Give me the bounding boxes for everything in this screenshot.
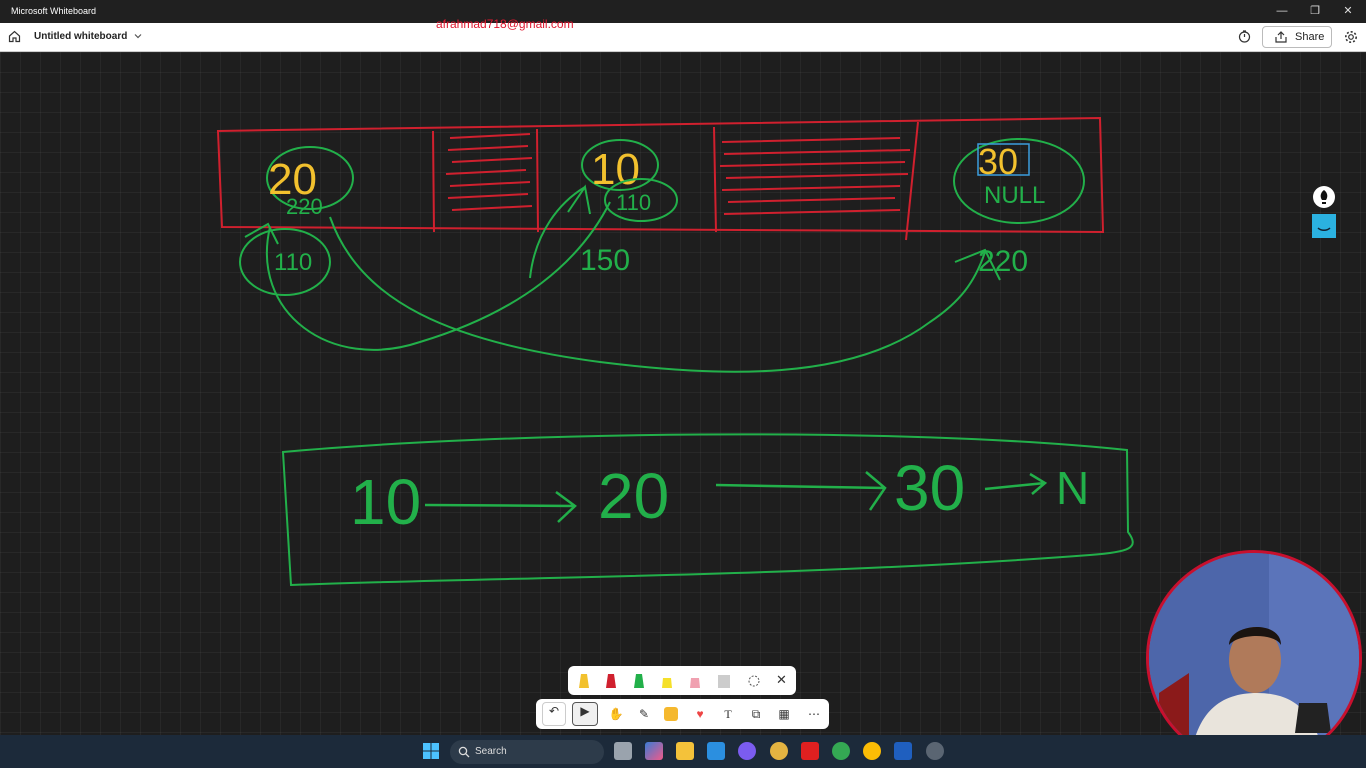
unused-cell-scribbles (445, 133, 911, 215)
vscode-icon[interactable] (707, 742, 725, 760)
pointer-arrows (244, 184, 1001, 373)
array-dividers (432, 121, 919, 241)
cell-2-next: 110 (616, 190, 651, 215)
taskbar-search[interactable]: Search (450, 740, 604, 764)
note-icon[interactable] (664, 707, 678, 721)
restore-button[interactable]: ❐ (1310, 5, 1320, 17)
home-icon[interactable] (8, 30, 21, 43)
cell-3-selection (977, 143, 1030, 176)
creation-toolbar: ↶ ▶ ✋ ✎ ♥ T ⧉ ▦ ⋯ (536, 699, 829, 729)
shapes-icon[interactable]: ⧉ (751, 707, 761, 721)
title-bar: Microsoft Whiteboard — ❐ ✕ (0, 0, 1366, 23)
ink-palette: ✕ (568, 666, 796, 695)
pen-icon[interactable]: ✎ (638, 707, 650, 721)
minimize-button[interactable]: — (1276, 5, 1288, 17)
top-toolbar: Untitled whiteboard afrahmad718@gmail.co… (0, 17, 1366, 52)
red-pen-icon[interactable] (604, 672, 618, 690)
list-node-1: 10 (350, 466, 421, 538)
messenger-icon[interactable] (738, 742, 756, 760)
list-node-2: 20 (598, 460, 669, 532)
cell-3-value: 30 (978, 141, 1018, 182)
cell-1-next: 220 (286, 194, 323, 219)
search-label: Search (475, 746, 507, 757)
share-icon (1275, 31, 1287, 43)
cell-3-ellipse (953, 138, 1085, 224)
ink-drawing: 20 220 110 10 110 150 30 NULL 220 10 20 … (216, 116, 1134, 587)
list-arrows (424, 471, 1048, 523)
list-node-3: 30 (894, 452, 965, 524)
text-icon[interactable]: T (724, 707, 732, 721)
chevron-down-icon[interactable] (133, 31, 143, 41)
obs-icon[interactable] (926, 742, 944, 760)
more-icon[interactable]: ⋯ (808, 707, 820, 721)
share-label: Share (1295, 31, 1325, 43)
document-title[interactable]: Untitled whiteboard (34, 31, 128, 42)
copilot-icon[interactable] (645, 742, 663, 760)
select-icon[interactable]: ▶ (572, 702, 598, 726)
windows-start-icon[interactable] (422, 742, 440, 760)
addr-1-ellipse (239, 228, 331, 296)
presenter-webcam (1146, 550, 1362, 766)
timer-icon[interactable] (1238, 30, 1251, 43)
undo-icon[interactable]: ↶ (542, 702, 566, 726)
file-explorer-icon[interactable] (676, 742, 694, 760)
share-button[interactable]: Share (1262, 26, 1332, 48)
cell-2-value: 10 (591, 145, 640, 194)
task-view-icon[interactable] (614, 742, 632, 760)
cell-1-address: 110 (274, 249, 312, 276)
cell-2-next-ellipse (604, 178, 678, 222)
green-pen-icon[interactable] (632, 672, 646, 690)
cell-1-ellipse (266, 146, 354, 210)
whiteboard-taskbar-icon[interactable] (894, 742, 912, 760)
lasso-icon[interactable] (746, 672, 762, 690)
cell-2-ellipse (581, 139, 659, 191)
hand-icon[interactable]: ✋ (608, 707, 624, 721)
templates-icon[interactable]: ▦ (778, 707, 790, 721)
cell-1-value: 20 (268, 155, 317, 204)
gear-icon[interactable] (1344, 30, 1358, 44)
search-icon (458, 746, 470, 758)
chrome-profile-2-icon[interactable] (863, 742, 881, 760)
close-button[interactable]: ✕ (1343, 5, 1353, 17)
pen-tool-icon[interactable] (1313, 186, 1335, 208)
eraser-icon[interactable] (716, 672, 732, 690)
chrome-profile-icon[interactable] (832, 742, 850, 760)
user-email-overlay: afrahmad718@gmail.com (436, 17, 574, 31)
cell-3-next: NULL (984, 182, 1045, 209)
sticker-icon[interactable] (1312, 214, 1336, 238)
list-node-null: N (1056, 462, 1089, 514)
taskbar: Search (0, 735, 1366, 768)
youtube-icon[interactable] (801, 742, 819, 760)
app-title: Microsoft Whiteboard (11, 6, 97, 16)
close-icon[interactable]: ✕ (776, 672, 787, 687)
array-border (216, 116, 1105, 234)
list-box (281, 433, 1134, 587)
whiteboard-canvas[interactable]: 20 220 110 10 110 150 30 NULL 220 10 20 … (0, 52, 1366, 735)
highlighter-icon[interactable] (660, 672, 674, 690)
reaction-heart-icon[interactable]: ♥ (696, 707, 704, 721)
chrome-icon[interactable] (770, 742, 788, 760)
cell-2-address: 150 (580, 244, 630, 277)
pink-highlighter-icon[interactable] (688, 672, 702, 690)
yellow-pen-icon[interactable] (577, 672, 591, 690)
